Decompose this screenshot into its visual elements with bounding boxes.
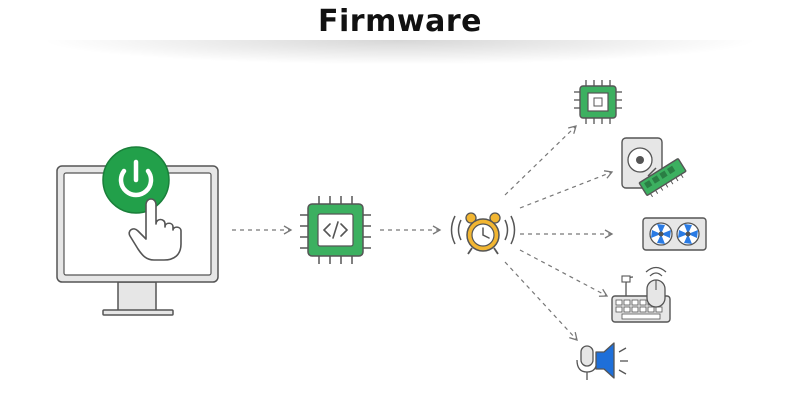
cpu-chip-icon: [574, 80, 622, 124]
monitor-power-button-icon: [56, 146, 219, 316]
hard-drive-ram-icon: [621, 137, 687, 198]
keyboard-mouse-icon: [611, 266, 671, 323]
connector-alarm-to-audio: [504, 261, 578, 341]
page-title: Firmware: [318, 4, 482, 39]
title-shadow: [0, 40, 800, 74]
connector-alarm-to-storage: [519, 170, 614, 209]
microphone-speaker-icon: [576, 342, 628, 380]
connector-alarm-to-input: [519, 249, 609, 297]
connector-alarm-to-cpu: [504, 125, 577, 196]
code-chip-icon: [300, 196, 371, 264]
alarm-clock-icon: [450, 212, 516, 255]
pointing-hand-icon: [128, 198, 182, 261]
connectors: [232, 125, 614, 341]
graphics-card-icon: [642, 217, 707, 251]
